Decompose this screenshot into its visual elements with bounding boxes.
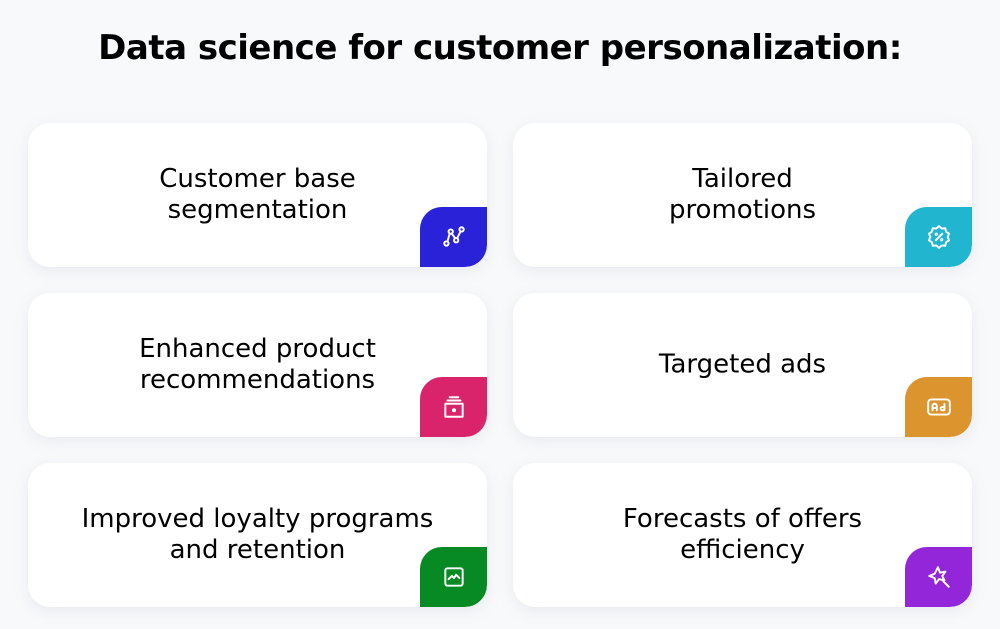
ad-icon [926, 398, 951, 416]
segmentation-nodes-icon [442, 226, 465, 247]
card-loyalty-programs: Improved loyalty programs and retention [28, 463, 487, 607]
card-label: Customer base segmentation [159, 164, 356, 225]
discount-badge-icon [927, 225, 950, 249]
ads-badge [905, 377, 972, 437]
recommendations-badge [420, 377, 487, 437]
card-label: Targeted ads [658, 349, 827, 380]
card-targeted-ads: Targeted ads [513, 293, 972, 437]
card-label: Forecasts of offers efficiency [622, 504, 863, 565]
card-label: Tailored promotions [668, 164, 817, 225]
product-box-icon [443, 396, 464, 418]
magic-star-icon [927, 566, 950, 588]
card-offers-forecast: Forecasts of offers efficiency [513, 463, 972, 607]
page-title: Data science for customer personalizatio… [98, 28, 902, 68]
forecast-badge [905, 547, 972, 607]
card-label: Enhanced product recommendations [139, 334, 376, 395]
card-customer-segmentation: Customer base segmentation [28, 123, 487, 267]
card-tailored-promotions: Tailored promotions [513, 123, 972, 267]
card-product-recommendations: Enhanced product recommendations [28, 293, 487, 437]
promotions-badge [905, 207, 972, 267]
chart-frame-icon [443, 567, 464, 587]
segmentation-badge [420, 207, 487, 267]
card-label: Improved loyalty programs and retention [81, 504, 434, 565]
loyalty-badge [420, 547, 487, 607]
